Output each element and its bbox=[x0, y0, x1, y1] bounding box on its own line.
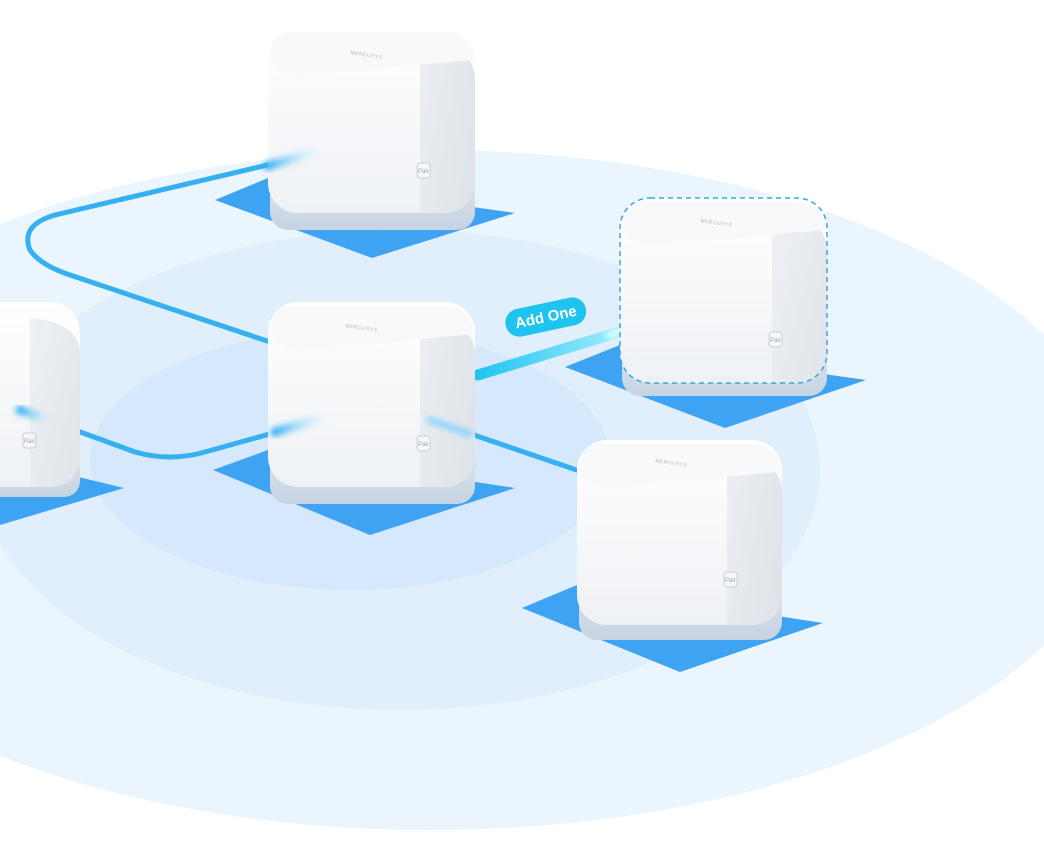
pair-button-label: Pair bbox=[418, 442, 429, 448]
unit-side-shade bbox=[727, 454, 782, 625]
mesh-unit-bottom-right: MERCUSYS Pair bbox=[522, 440, 823, 672]
link-glow-end bbox=[263, 147, 320, 171]
brand-mark: MERCUSYS bbox=[345, 323, 378, 333]
pair-button[interactable]: Pair bbox=[768, 331, 783, 348]
pair-button[interactable]: Pair bbox=[22, 432, 37, 449]
pair-button-label: Pair bbox=[418, 169, 429, 175]
pair-button[interactable]: Pair bbox=[416, 162, 431, 179]
unit-top-face bbox=[622, 202, 825, 245]
dashed-outline bbox=[619, 197, 828, 384]
mesh-unit-center: MERCUSYS Pair bbox=[213, 302, 515, 535]
unit-side-shade bbox=[420, 316, 475, 487]
link-glow-end bbox=[15, 405, 55, 425]
brand-mark: MERCUSYS bbox=[700, 218, 733, 228]
link-top-to-center bbox=[25, 152, 313, 355]
brand-mark: MERCUSYS bbox=[655, 458, 688, 468]
link-glow-end bbox=[270, 413, 327, 437]
add-one-badge-pill bbox=[505, 297, 587, 337]
brand-mark: MERCUSYS bbox=[350, 50, 383, 60]
pair-button-frame bbox=[22, 432, 37, 449]
unit-side-shade bbox=[420, 40, 475, 213]
unit-side-shade bbox=[772, 212, 827, 383]
unit-side-shade bbox=[30, 318, 80, 487]
link-glow-end bbox=[426, 416, 474, 438]
mesh-unit-left: Pair bbox=[0, 302, 124, 525]
pair-button[interactable]: Pair bbox=[723, 571, 738, 588]
mesh-unit-top: MERCUSYS Pair bbox=[215, 28, 515, 258]
link-left-to-center bbox=[17, 407, 323, 460]
pair-button-frame bbox=[416, 435, 431, 452]
pair-button-label: Pair bbox=[770, 338, 781, 344]
pair-button-label: Pair bbox=[24, 439, 35, 445]
pair-button-frame bbox=[723, 571, 738, 588]
unit-top-face bbox=[270, 32, 473, 75]
pair-button-label: Pair bbox=[725, 578, 736, 584]
mesh-unit-new[interactable]: MERCUSYS Pair bbox=[565, 197, 866, 428]
coverage-rings bbox=[0, 150, 1044, 830]
pair-button-frame bbox=[768, 331, 783, 348]
unit-top-face bbox=[579, 444, 780, 487]
unit-top-face bbox=[270, 306, 473, 350]
pair-button[interactable]: Pair bbox=[416, 435, 431, 452]
pair-button-frame bbox=[416, 162, 431, 179]
